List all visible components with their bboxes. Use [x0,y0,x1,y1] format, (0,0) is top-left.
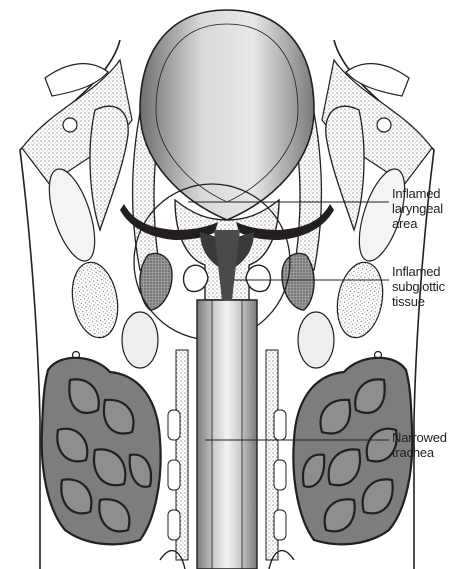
thyroid-lobe-left [42,358,161,545]
label-narrowed-trachea: Narrowed trachea [392,430,447,460]
label-line: laryngeal [392,201,443,216]
label-line: area [392,216,443,231]
label-line: Narrowed [392,430,447,445]
label-line: Inflamed [392,186,443,201]
label-line: Inflamed [392,264,445,279]
tongue-base [140,10,314,220]
label-line: trachea [392,445,447,460]
label-inflamed-laryngeal-area: Inflamed laryngeal area [392,186,443,231]
label-inflamed-subglottic-tissue: Inflamed subglottic tissue [392,264,445,309]
label-line: subglottic [392,279,445,294]
label-line: tissue [392,294,445,309]
